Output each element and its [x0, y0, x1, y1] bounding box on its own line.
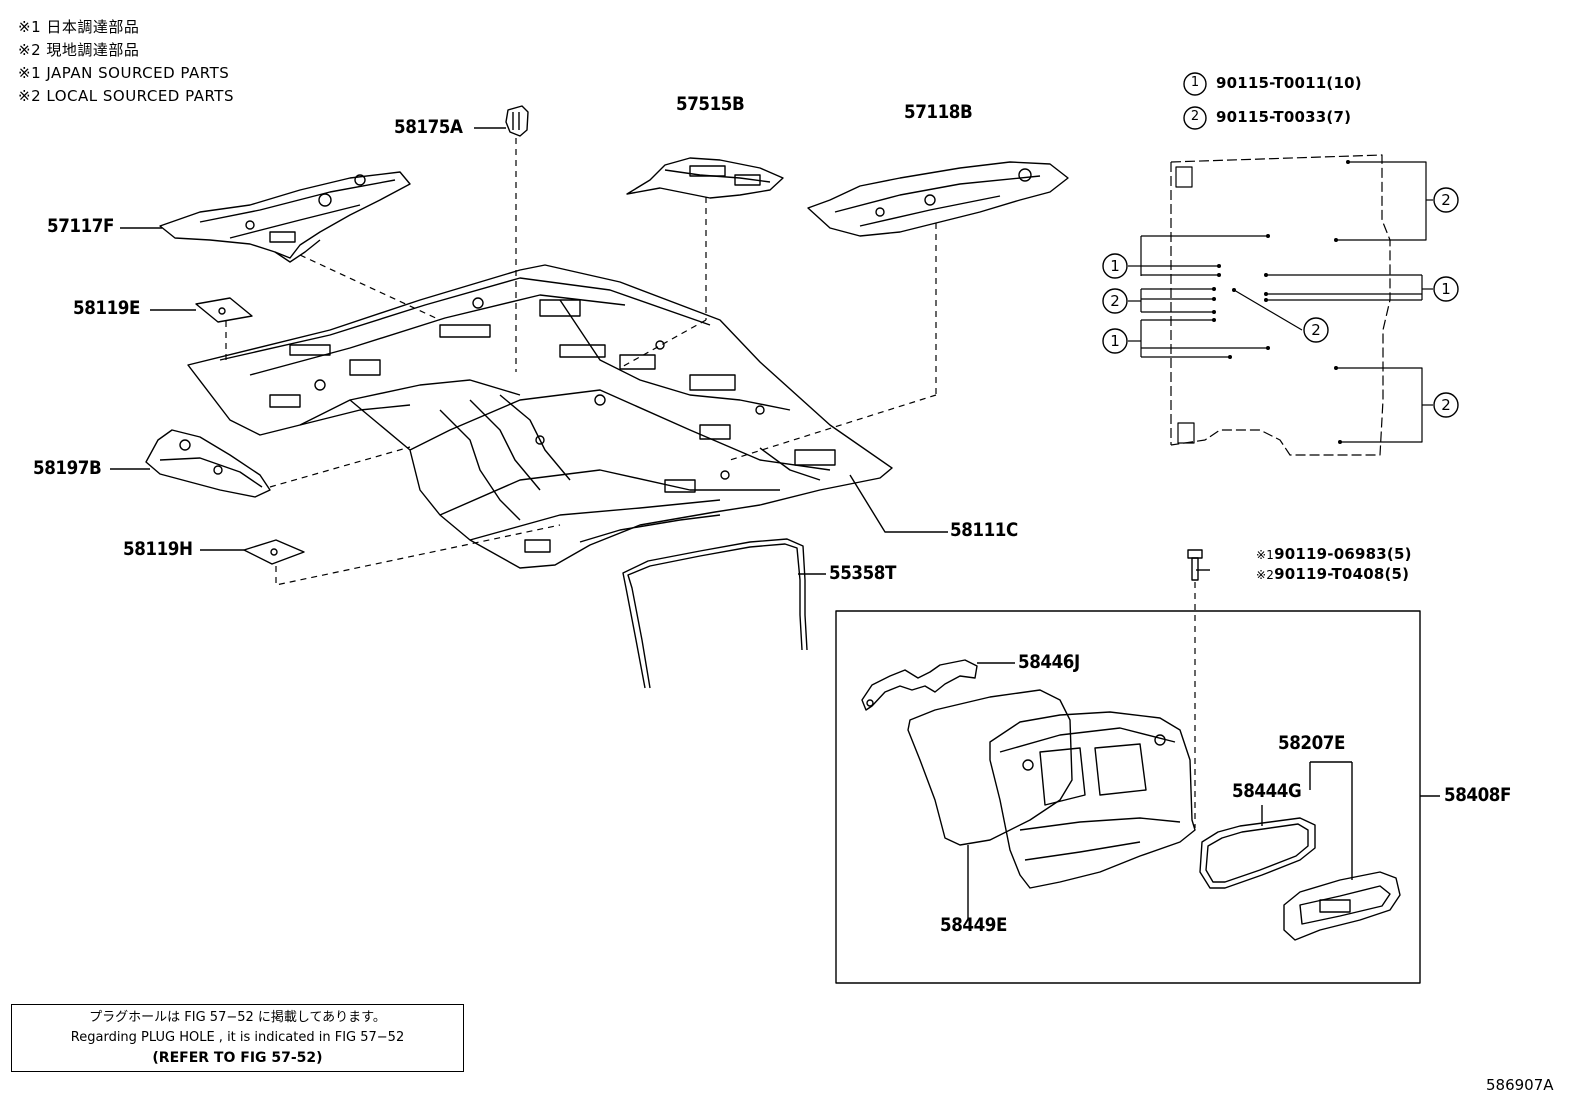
part-label-55358T[interactable]: 55358T: [829, 562, 896, 584]
bracket-58197B: [145, 429, 271, 498]
part-label-57515B[interactable]: 57515B: [676, 93, 745, 115]
part-label-58446J[interactable]: 58446J: [1018, 651, 1080, 673]
callout-2-top: 2: [1441, 191, 1451, 209]
leader-lines: [110, 127, 1440, 797]
part-label-58408F[interactable]: 58408F: [1444, 784, 1511, 806]
bolt-code-2[interactable]: ※290119-T0408(5): [1256, 565, 1409, 583]
fastener-2-code[interactable]: 90115-T0033(7): [1216, 108, 1352, 126]
fastener-1-number: 1: [1190, 75, 1200, 90]
callout-2-left: 2: [1110, 292, 1120, 310]
callout-circles: [1102, 72, 1459, 418]
weatherstrip-55358T: [622, 538, 808, 689]
callout-2-bottom: 2: [1441, 396, 1451, 414]
handle-58207E: [1283, 871, 1401, 941]
fastener-dots: [1212, 160, 1350, 444]
ring-58444G: [1199, 817, 1316, 889]
trim-box: [835, 610, 1421, 984]
dashed-assembly-lines: [225, 138, 1196, 828]
part-label-58119H[interactable]: 58119H: [123, 538, 193, 560]
legend: ※1 日本調達部品 ※2 現地調達部品 ※1 JAPAN SOURCED PAR…: [18, 16, 234, 108]
note-line-en: Regarding PLUG HOLE , it is indicated in…: [70, 1030, 405, 1045]
part-label-57118B[interactable]: 57118B: [904, 101, 973, 123]
bracket-57515B: [626, 157, 784, 199]
bolt-1-code: 90119-06983(5): [1274, 545, 1412, 563]
part-label-58111C[interactable]: 58111C: [950, 519, 1018, 541]
part-label-58207E[interactable]: 58207E: [1278, 732, 1345, 754]
part-label-58175A[interactable]: 58175A: [394, 116, 463, 138]
bolt-1-mark: ※1: [1256, 548, 1275, 562]
door-trim-panel: [989, 711, 1196, 889]
bolt-code-1[interactable]: ※190119-06983(5): [1256, 545, 1412, 563]
part-label-57117F[interactable]: 57117F: [47, 215, 114, 237]
member-57118B: [807, 161, 1069, 237]
pad-58119H: [243, 539, 305, 565]
part-label-58449E[interactable]: 58449E: [940, 914, 1007, 936]
bracket-58446J: [861, 659, 978, 711]
callout-1-right: 1: [1441, 280, 1451, 298]
part-label-58197B[interactable]: 58197B: [33, 457, 102, 479]
pad-58119E: [195, 297, 253, 323]
bolt-2-mark: ※2: [1256, 568, 1275, 582]
fastener-layout: [1128, 154, 1433, 456]
legend-line-4: ※2 LOCAL SOURCED PARTS: [18, 87, 234, 105]
figure-id: 586907A: [1486, 1076, 1554, 1094]
member-57117F: [159, 171, 411, 263]
plug-hole-note: プラグホールは FIG 57−52 に掲載してあります。 Regarding P…: [11, 1004, 464, 1072]
bolt-icon: [1187, 549, 1203, 581]
callout-1-left-b: 1: [1110, 332, 1120, 350]
clip-58175A: [505, 105, 529, 137]
fastener-2-number: 2: [1190, 109, 1200, 124]
legend-line-1: ※1 日本調達部品: [18, 18, 140, 36]
bolt-2-code: 90119-T0408(5): [1274, 565, 1410, 583]
part-label-58444G[interactable]: 58444G: [1232, 780, 1302, 802]
legend-line-3: ※1 JAPAN SOURCED PARTS: [18, 64, 230, 82]
group-bracket-58207E: [1261, 761, 1353, 880]
note-line-jp: プラグホールは FIG 57−52 に掲載してあります。: [89, 1010, 386, 1025]
fastener-1-code[interactable]: 90115-T0011(10): [1216, 74, 1362, 92]
legend-line-2: ※2 現地調達部品: [18, 41, 140, 59]
callout-1-left-a: 1: [1110, 257, 1120, 275]
seal-58449E: [907, 689, 1073, 920]
floor-pan-58111C: [187, 264, 893, 569]
callout-2-center: 2: [1311, 321, 1321, 339]
note-refer-link[interactable]: (REFER TO FIG 57-52): [152, 1050, 323, 1066]
part-label-58119E[interactable]: 58119E: [73, 297, 140, 319]
